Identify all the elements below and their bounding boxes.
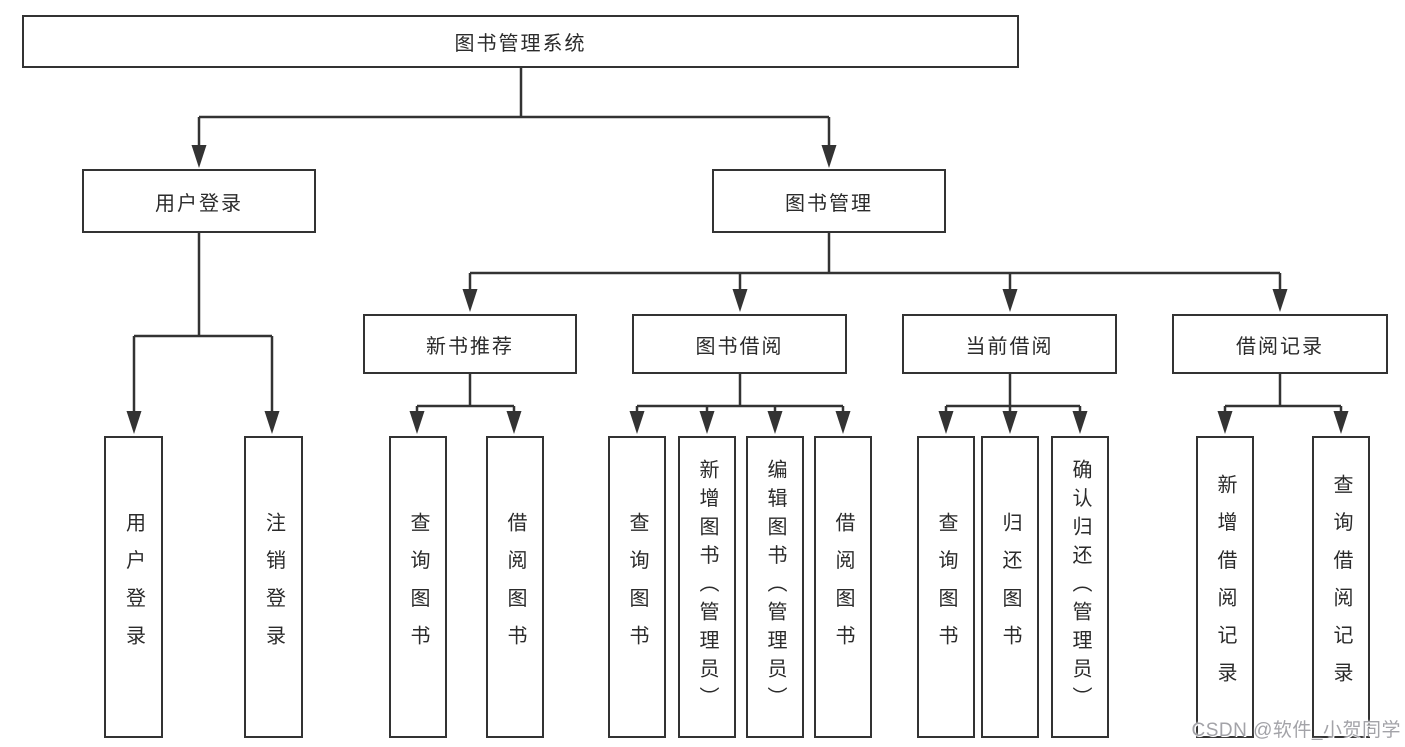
node-borrowing-records-label: 借阅记录: [1236, 335, 1324, 358]
node-root: 图书管理系统: [22, 15, 1019, 68]
node-new-book-recommendation: 新书推荐: [363, 314, 577, 374]
leaf-borrow-edit-books-admin: 编辑图书（管理员）: [746, 436, 804, 738]
node-book-management: 图书管理: [712, 169, 946, 233]
leaf-current-return-books: 归还图书: [981, 436, 1039, 738]
connector-book-management-children: [462, 233, 1288, 312]
arrowhead: [1333, 411, 1349, 434]
node-current-borrowing-label: 当前借阅: [965, 335, 1054, 358]
connector-new-book-rec-children: [409, 374, 522, 434]
leaf-records-add-record-label: 新增借阅记录: [1214, 474, 1236, 700]
arrowhead: [1002, 289, 1018, 312]
leaf-current-query-books-label: 查询图书: [935, 511, 957, 663]
node-book-borrowing-label: 图书借阅: [695, 335, 784, 358]
arrowhead: [1272, 289, 1288, 312]
leaf-user-login: 用户登录: [104, 436, 163, 738]
leaf-rec-query-books-label: 查询图书: [407, 511, 429, 663]
arrowhead: [732, 289, 748, 312]
leaf-borrow-query-books: 查询图书: [608, 436, 666, 738]
leaf-borrow-borrow-books-label: 借阅图书: [832, 511, 854, 663]
arrowhead: [462, 289, 478, 312]
leaf-borrow-edit-books-admin-label: 编辑图书（管理员）: [764, 459, 786, 715]
arrowhead: [835, 411, 851, 434]
arrowhead: [191, 145, 207, 168]
node-borrowing-records: 借阅记录: [1172, 314, 1388, 374]
leaf-borrow-add-books-admin-label: 新增图书（管理员）: [696, 459, 718, 715]
arrowhead: [629, 411, 645, 434]
node-root-label: 图书管理系统: [454, 33, 587, 55]
leaf-rec-borrow-books: 借阅图书: [486, 436, 544, 738]
leaf-records-query-record-label: 查询借阅记录: [1330, 474, 1352, 700]
watermark: CSDN @软件_小贺同学: [1191, 720, 1401, 741]
arrowhead: [938, 411, 954, 434]
node-user-login-label: 用户登录: [155, 192, 243, 215]
arrowhead: [699, 411, 715, 434]
arrowhead: [1072, 411, 1088, 434]
node-book-borrowing: 图书借阅: [632, 314, 847, 374]
leaf-current-confirm-return-admin: 确认归还（管理员）: [1051, 436, 1109, 738]
node-new-book-recommendation-label: 新书推荐: [426, 335, 514, 358]
arrowhead: [767, 411, 783, 434]
leaf-logout: 注销登录: [244, 436, 303, 738]
connector-current-borrowing-children: [938, 374, 1088, 434]
connector-book-borrowing-children: [629, 374, 851, 434]
leaf-borrow-query-books-label: 查询图书: [626, 511, 648, 663]
node-user-login: 用户登录: [82, 169, 316, 233]
leaf-borrow-add-books-admin: 新增图书（管理员）: [678, 436, 736, 738]
leaf-records-add-record: 新增借阅记录: [1196, 436, 1254, 738]
arrowhead: [1002, 411, 1018, 434]
arrowhead: [1217, 411, 1233, 434]
leaf-current-confirm-return-admin-label: 确认归还（管理员）: [1069, 459, 1091, 715]
connector-root-to-level2: [191, 68, 837, 168]
leaf-records-query-record: 查询借阅记录: [1312, 436, 1370, 738]
arrowhead: [821, 145, 837, 168]
arrowhead: [126, 411, 142, 434]
arrowhead: [409, 411, 425, 434]
leaf-current-query-books: 查询图书: [917, 436, 975, 738]
leaf-rec-borrow-books-label: 借阅图书: [504, 511, 526, 663]
node-current-borrowing: 当前借阅: [902, 314, 1117, 374]
arrowhead: [506, 411, 522, 434]
leaf-logout-label: 注销登录: [262, 511, 285, 663]
connector-user-login-children: [126, 233, 280, 434]
leaf-borrow-borrow-books: 借阅图书: [814, 436, 872, 738]
leaf-rec-query-books: 查询图书: [389, 436, 447, 738]
connector-borrowing-records-children: [1217, 374, 1349, 434]
node-book-management-label: 图书管理: [785, 192, 873, 215]
leaf-current-return-books-label: 归还图书: [999, 511, 1021, 663]
arrowhead: [264, 411, 280, 434]
leaf-user-login-label: 用户登录: [122, 511, 145, 663]
